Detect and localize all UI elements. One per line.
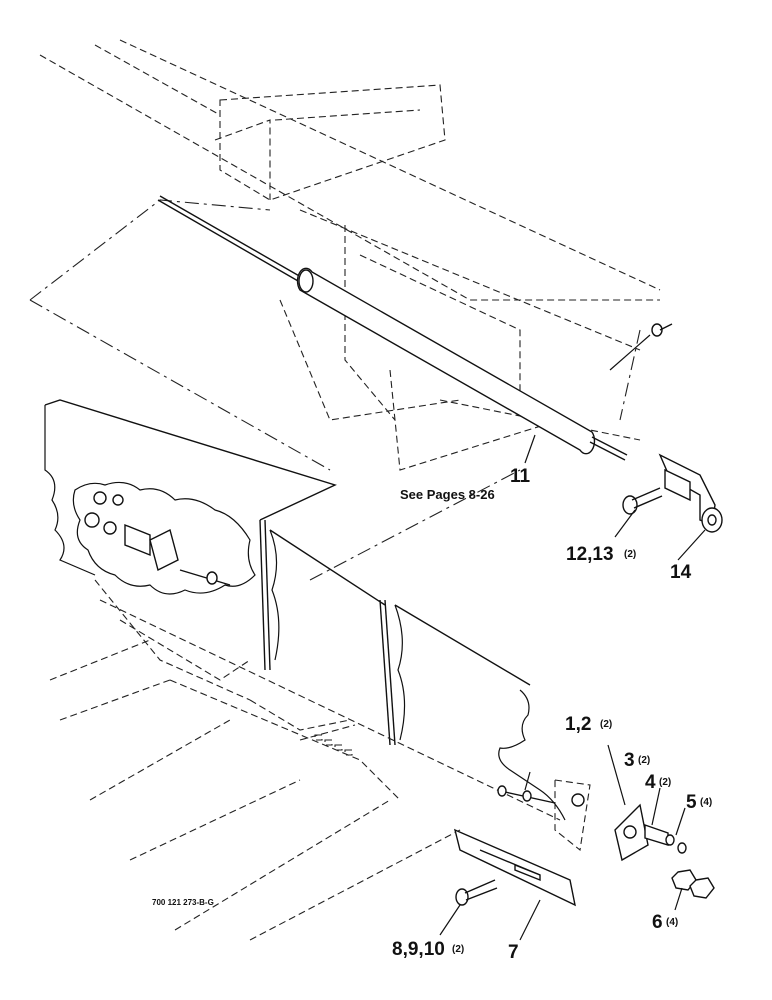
wear-strip-screw	[455, 879, 498, 906]
carriage-bolt	[622, 487, 663, 515]
callout-8-9-10: 8,9,10 (2)	[392, 939, 464, 960]
header-frame	[39, 39, 661, 471]
callout-6: 6 (4)	[652, 912, 678, 933]
callout-7: 7	[508, 942, 519, 963]
top-screw	[651, 323, 673, 337]
callout-11: 11	[510, 466, 531, 487]
callout-qty: (2)	[624, 549, 636, 560]
callout-qty: (4)	[700, 797, 712, 808]
callout-number: 1,2	[565, 714, 591, 735]
callout-number: 4	[645, 772, 656, 793]
side-panel-left	[44, 399, 337, 671]
bearing-bracket	[658, 453, 723, 533]
callout-qty: (2)	[638, 755, 650, 766]
callout-number: 7	[508, 942, 519, 963]
wear-strip	[453, 828, 576, 907]
callout-qty: (2)	[600, 719, 612, 730]
side-panel-middle	[269, 529, 396, 746]
callout-1-2: 1,2 (2)	[565, 714, 612, 735]
callout-number: 8,9,10	[392, 939, 445, 960]
right-mount-bracket	[497, 779, 715, 899]
callout-number: 14	[670, 562, 692, 583]
callout-number: 6	[652, 912, 663, 933]
callout-3: 3 (2)	[624, 750, 650, 771]
callout-qty: (2)	[659, 777, 671, 788]
side-panel-right	[394, 604, 566, 821]
callout-number: 11	[510, 466, 531, 487]
callout-qty: (2)	[452, 944, 464, 955]
callout-number: 3	[624, 750, 635, 771]
see-pages-note: See Pages 8-26	[400, 487, 495, 502]
callout-number: 12,13	[566, 544, 614, 565]
belt-outline	[29, 199, 641, 581]
cutaway-hardware	[84, 491, 231, 586]
callout-12-13: 12,13 (2)	[566, 544, 636, 565]
callout-qty: (4)	[666, 917, 678, 928]
callout-4: 4 (2)	[645, 772, 671, 793]
callout-5: 5 (4)	[686, 792, 712, 813]
figure-id: 700 121 273-B-G	[152, 898, 214, 907]
callout-number: 5	[686, 792, 697, 813]
roller-shaft	[157, 195, 628, 461]
front-slats	[49, 579, 561, 941]
leader-lines	[439, 334, 706, 941]
callout-14: 14	[670, 562, 692, 583]
